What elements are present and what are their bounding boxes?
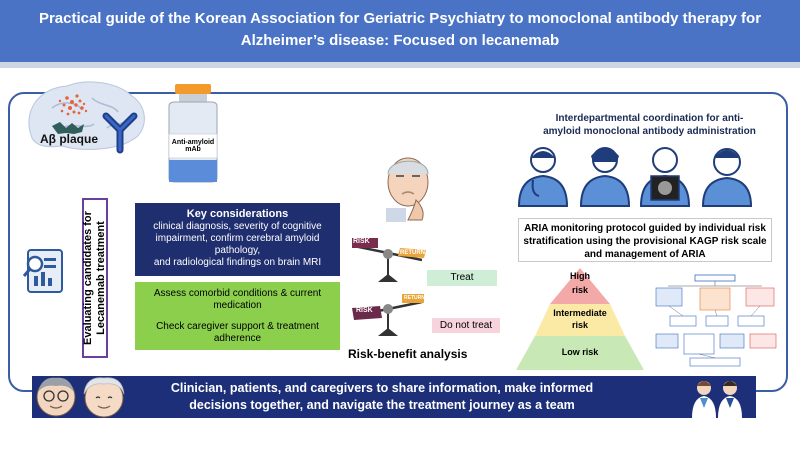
clinicians-icon <box>692 381 742 418</box>
key-considerations-box: Key considerations clinical diagnosis, s… <box>135 203 340 276</box>
bottom-banner: Clinician, patients, and caregivers to s… <box>32 376 756 418</box>
high-risk-label: High risk <box>555 269 605 297</box>
patient-icon <box>701 148 753 207</box>
amyloid-particles-icon <box>58 94 88 116</box>
elderly-couple-icon <box>36 377 125 418</box>
risk-label-2: RISK <box>356 307 373 314</box>
risk-benefit-title: Risk-benefit analysis <box>348 347 468 361</box>
aria-protocol-box: ARIA monitoring protocol guided by indiv… <box>518 218 772 262</box>
page-title: Practical guide of the Korean Associatio… <box>38 10 762 49</box>
brain-illustration <box>28 81 145 150</box>
report-magnifier-icon <box>22 249 63 293</box>
vial-label-line1: Anti-amyloid <box>171 139 215 146</box>
comorbid-line2: Check caregiver support & treatment adhe… <box>156 321 319 344</box>
comorbid-line1: Assess comorbid conditions & current med… <box>153 288 322 311</box>
do-not-treat-label: Do not treat <box>432 318 500 333</box>
vial-label: Anti-amyloid mAb <box>163 139 223 153</box>
vial-label-line2: mAb <box>185 146 201 153</box>
key-considerations-body2: and radiological findings on brain MRI <box>153 257 322 268</box>
low-risk-label: Low risk <box>561 347 599 357</box>
plaque-icon <box>52 122 84 134</box>
comorbid-box: Assess comorbid conditions & current med… <box>135 282 340 350</box>
nurse-icon <box>579 147 631 207</box>
high-risk-line2: risk <box>571 285 588 295</box>
balance-scale-treat-icon <box>352 238 426 282</box>
pyramid-low-segment <box>516 336 644 370</box>
intermediate-risk-label: Intermediate risk <box>530 307 630 331</box>
balance-scale-donottreat-icon <box>352 294 424 336</box>
risk-label-1: RISK <box>353 238 370 245</box>
pyramid-high-segment <box>550 268 610 304</box>
abeta-plaque-label: Aβ plaque <box>40 132 98 146</box>
risk-pyramid <box>516 268 644 370</box>
treat-label: Treat <box>427 270 497 286</box>
bottom-message: Clinician, patients, and caregivers to s… <box>170 381 594 412</box>
key-considerations-title: Key considerations <box>186 208 289 220</box>
header-shadow <box>0 62 800 68</box>
pyramid-mid-segment <box>535 304 625 336</box>
key-considerations-body: clinical diagnosis, severity of cognitiv… <box>153 221 322 256</box>
aria-flowchart-thumbnail <box>650 272 780 370</box>
antibody-icon <box>102 112 138 154</box>
intermediate-risk-line2: risk <box>571 320 588 330</box>
return-label-2: RETURN <box>404 295 425 301</box>
doctor-icon <box>517 147 569 207</box>
evaluating-candidates-label: Evaluating candidates for Lecanemab trea… <box>82 198 108 358</box>
header-banner: Practical guide of the Korean Associatio… <box>0 0 800 62</box>
high-risk-line1: High <box>570 271 590 281</box>
eval-line1: Evaluating candidates for <box>82 211 94 345</box>
coordination-title: Interdepartmental coordination for anti-… <box>543 113 756 137</box>
eval-line2: Lecanemab treatment <box>95 221 107 335</box>
intermediate-risk-line1: Intermediate <box>553 308 607 318</box>
return-label-1: RETURN <box>400 250 425 256</box>
radiologist-icon <box>639 147 691 207</box>
care-team-illustration <box>517 147 753 207</box>
vial-icon <box>168 84 218 183</box>
thinking-elder-icon <box>386 157 429 222</box>
